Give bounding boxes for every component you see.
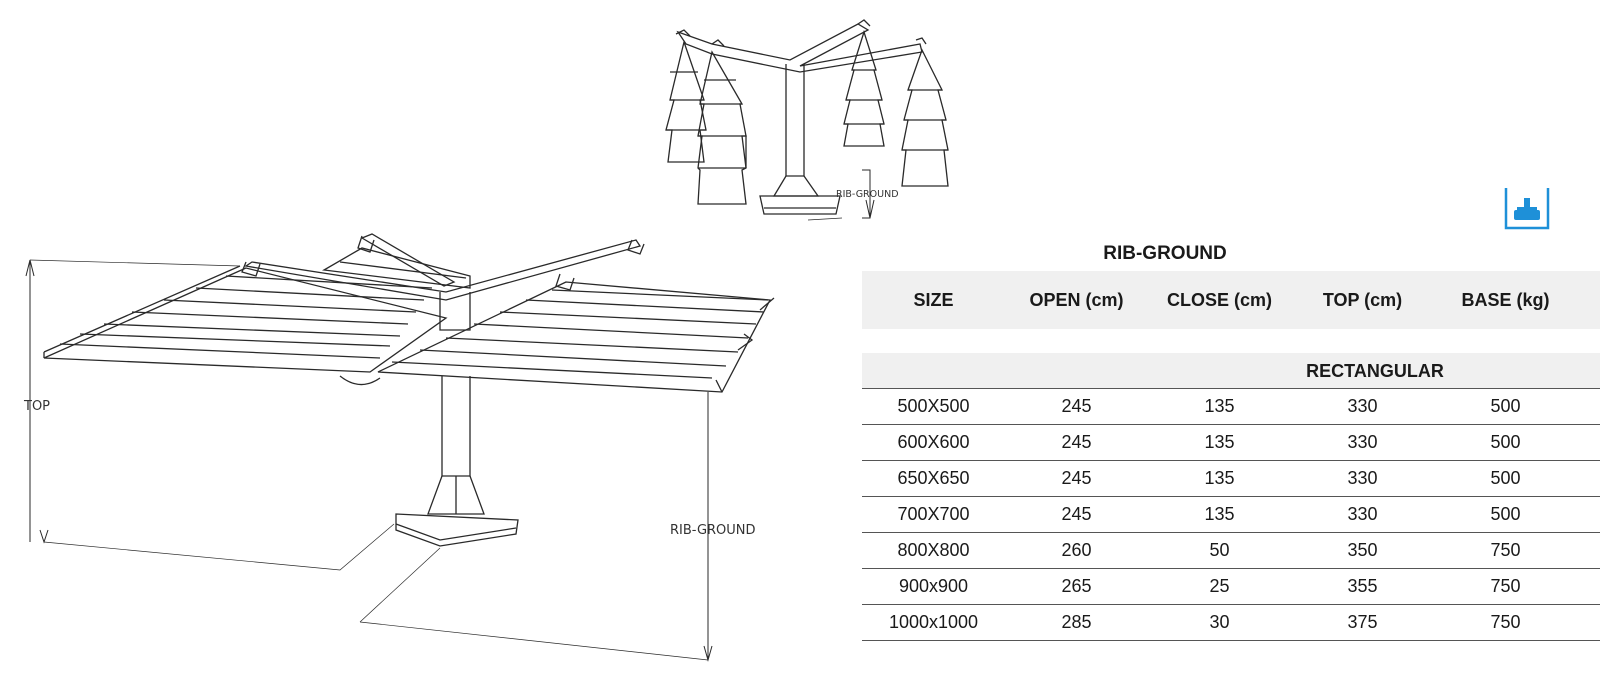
table-body: 500X500 245 135 330 500 600X600 245 135 … [862,389,1600,641]
table-header: SIZE OPEN (cm) CLOSE (cm) TOP (cm) BASE … [862,271,1600,329]
cell-close: 25 [1209,576,1230,596]
cell-top: 330 [1347,396,1378,416]
cell-base: 750 [1490,540,1521,560]
rib-ground-small-label: RIB-GROUND [836,189,899,200]
table-row: 800X800 260 50 350 750 [862,533,1600,569]
cell-size: 600X600 [897,432,970,452]
cell-size: 700X700 [897,504,970,524]
cell-top: 350 [1347,540,1378,560]
cell-size: 800X800 [897,540,970,560]
cell-close: 135 [1204,432,1235,452]
cell-close: 30 [1209,612,1230,632]
cell-base: 500 [1490,468,1521,488]
cell-open: 245 [1061,432,1092,452]
cell-base: 500 [1490,504,1521,524]
cell-open: 245 [1061,504,1092,524]
cell-top: 330 [1347,432,1378,452]
cell-open: 245 [1061,396,1092,416]
cell-open: 260 [1061,540,1092,560]
umbrella-base-icon [1504,188,1550,230]
open-umbrella-drawing [25,233,775,662]
table-row: 700X700 245 135 330 500 [862,497,1600,533]
cell-close: 135 [1204,396,1235,416]
table-title: RIB-GROUND [1103,243,1227,264]
category-row: RECTANGULAR [862,353,1600,389]
cell-base: 750 [1490,576,1521,596]
cell-top: 330 [1347,504,1378,524]
cell-close: 50 [1209,540,1230,560]
rib-ground-dimension-label: RIB-GROUND [670,523,756,538]
cell-size: 500X500 [897,396,970,416]
column-header-close: CLOSE (cm) [1166,289,1272,310]
closed-umbrella-drawing [665,19,949,221]
table-row: 1000x1000 285 30 375 750 [862,605,1600,641]
category-label: RECTANGULAR [1306,361,1444,381]
cell-size: 650X650 [897,468,970,488]
column-header-open: OPEN (cm) [1029,289,1124,310]
cell-open: 285 [1061,612,1092,632]
table-row: 600X600 245 135 330 500 [862,425,1600,461]
table-row: 900x900 265 25 355 750 [862,569,1600,605]
cell-top: 330 [1347,468,1378,488]
table-row: 500X500 245 135 330 500 [862,389,1600,425]
cell-top: 375 [1347,612,1378,632]
cell-base: 750 [1490,612,1521,632]
column-header-top: TOP (cm) [1322,289,1403,310]
cell-open: 265 [1061,576,1092,596]
column-header-size: SIZE [913,289,954,310]
cell-size: 1000x1000 [888,612,979,632]
cell-open: 245 [1061,468,1092,488]
cell-close: 135 [1204,504,1235,524]
cell-base: 500 [1490,432,1521,452]
top-dimension-label: TOP [23,399,50,414]
cell-close: 135 [1204,468,1235,488]
table-row: 650X650 245 135 330 500 [862,461,1600,497]
cell-size: 900x900 [898,576,969,596]
cell-top: 355 [1347,576,1378,596]
column-header-base: BASE (kg) [1461,289,1550,310]
cell-base: 500 [1490,396,1521,416]
